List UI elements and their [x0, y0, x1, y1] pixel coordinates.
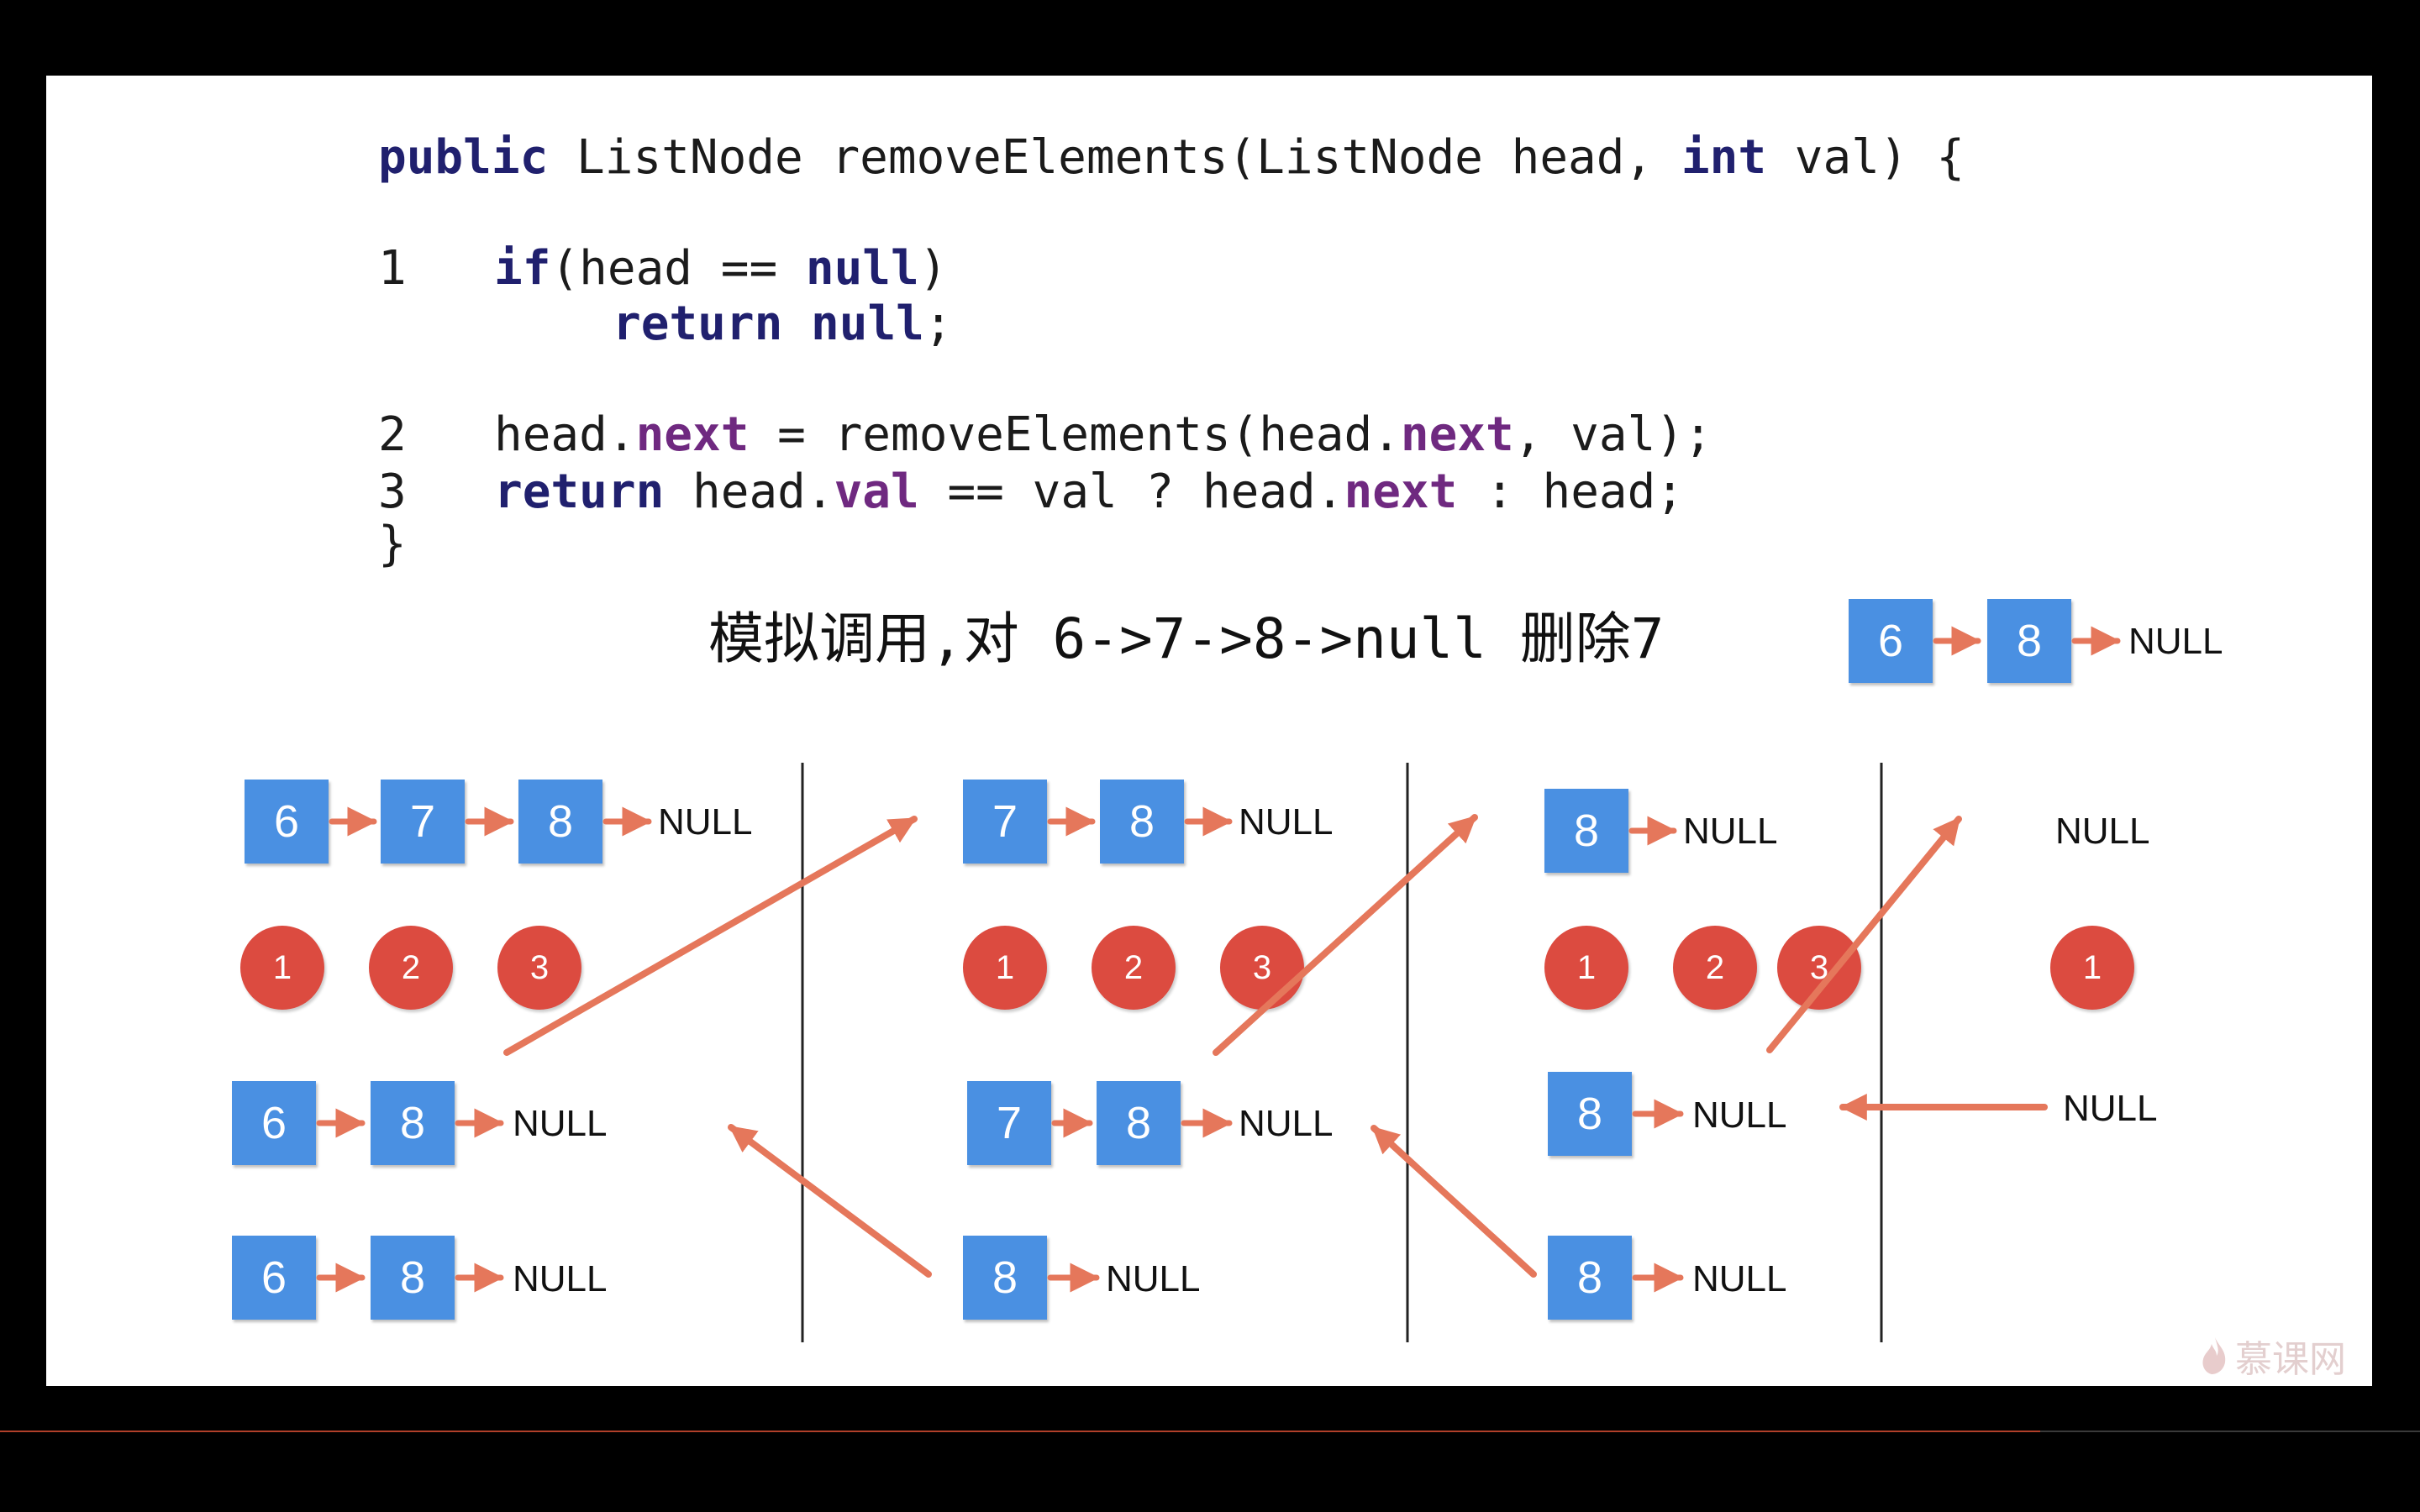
- result-node: 8: [1548, 1236, 1632, 1320]
- input-node: 8: [518, 780, 602, 864]
- null-label: NULL: [658, 801, 753, 843]
- code-line-2: head.next = removeElements(head.next, va…: [494, 407, 1712, 462]
- code-close-brace: }: [378, 517, 407, 571]
- step-badge: 2: [1092, 926, 1176, 1010]
- step-badge: 1: [963, 926, 1047, 1010]
- null-label: NULL: [513, 1258, 608, 1299]
- after-node: 8: [1548, 1072, 1632, 1156]
- watermark: 慕课网: [2200, 1329, 2346, 1383]
- step-badge: 2: [369, 926, 453, 1010]
- progress-fill: [0, 1431, 2040, 1432]
- input-node: 8: [1544, 789, 1628, 873]
- code-line-number: 3: [378, 465, 407, 519]
- null-label: NULL: [2055, 811, 2150, 852]
- code-line-1: if(head == null): [494, 241, 948, 296]
- step-badge: 3: [497, 926, 581, 1010]
- input-node: 7: [963, 780, 1047, 864]
- input-node: 7: [381, 780, 465, 864]
- step-badge: 1: [1544, 926, 1628, 1010]
- result-node: 6: [232, 1236, 316, 1320]
- result-node: 6: [1849, 599, 1933, 683]
- watermark-text: 慕课网: [2235, 1338, 2346, 1381]
- code-line-number: 1: [378, 241, 407, 296]
- code-line-3: return head.val == val ? head.next : hea…: [494, 465, 1685, 519]
- code-line-number: 2: [378, 407, 407, 462]
- step-badge: 1: [2050, 926, 2134, 1010]
- slide: [46, 76, 2372, 1386]
- step-badge: 3: [1220, 926, 1304, 1010]
- after-node: 7: [967, 1081, 1051, 1165]
- returned-null-label: NULL: [2063, 1088, 2158, 1129]
- null-label: NULL: [1239, 1103, 1334, 1144]
- after-node: 8: [1097, 1081, 1181, 1165]
- code-signature: public ListNode removeElements(ListNode …: [378, 130, 1965, 185]
- after-node: 8: [371, 1081, 455, 1165]
- progress-bar[interactable]: [0, 1431, 2420, 1432]
- result-node: 8: [963, 1236, 1047, 1320]
- flame-icon: [2202, 1337, 2226, 1374]
- step-badge: 2: [1673, 926, 1757, 1010]
- null-label: NULL: [1106, 1258, 1201, 1299]
- simulation-caption: 模拟调用,对 6->7->8->null 删除7: [708, 606, 1665, 671]
- input-node: 8: [1100, 780, 1184, 864]
- null-label: NULL: [1239, 801, 1334, 843]
- result-node: 8: [1987, 599, 2071, 683]
- null-label: NULL: [1683, 811, 1778, 852]
- input-node: 6: [245, 780, 329, 864]
- result-null-label: NULL: [2128, 621, 2223, 662]
- step-badge: 1: [240, 926, 324, 1010]
- after-node: 6: [232, 1081, 316, 1165]
- null-label: NULL: [1692, 1095, 1787, 1136]
- code-line-1b: return null;: [613, 297, 953, 351]
- null-label: NULL: [1692, 1258, 1787, 1299]
- null-label: NULL: [513, 1103, 608, 1144]
- result-node: 8: [371, 1236, 455, 1320]
- step-badge: 3: [1777, 926, 1861, 1010]
